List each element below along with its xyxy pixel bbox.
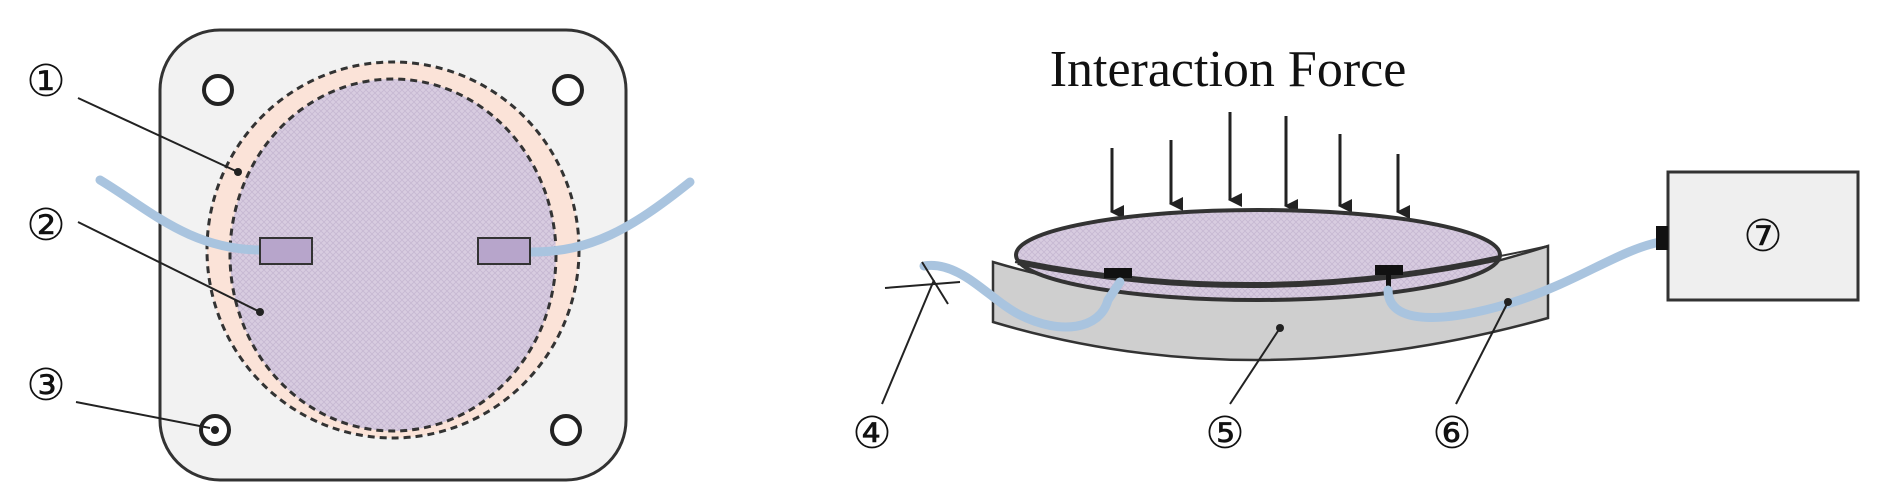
fbg-sensor-left [259,237,313,265]
mounting-hole-top-right [552,74,584,106]
side-sensor-right [1375,265,1403,275]
mounting-hole-top-left [202,74,234,106]
side-sensor-right-stem [1386,275,1391,291]
leader-3 [75,401,211,429]
label-6: ⑥ [1432,408,1471,459]
leader-6-dot [1504,298,1512,306]
leader-6 [1455,301,1509,405]
mounting-hole-bottom-right [550,414,582,446]
label-3: ③ [26,360,65,411]
leader-1-dot [234,168,242,176]
optical-fiber-right [527,177,695,257]
leader-2 [77,221,261,313]
label-1: ① [26,56,65,107]
leader-1 [77,97,239,173]
side-view: Interaction Force [852,41,1860,459]
top-view: ① ② ③ [26,28,695,482]
leader-5 [1229,327,1281,405]
fiber-end-cross-b [921,261,949,305]
leader-4 [881,279,935,405]
leader-5-dot [1276,324,1284,332]
label-4: ④ [852,408,891,459]
label-7: ⑦ [1743,211,1782,262]
label-5: ⑤ [1205,408,1244,459]
side-sensor-left [1104,268,1132,278]
side-fiber-right [1383,237,1665,322]
label-2: ② [26,200,65,251]
mounting-hole-bottom-left-center [211,426,219,434]
leader-2-dot [256,308,264,316]
interaction-force-title: Interaction Force [1050,41,1407,98]
interrogator-connector [1656,226,1668,250]
interrogator-box [1666,170,1860,302]
fiber-end-cross-a [884,281,961,289]
membrane-disc-edge [1017,255,1501,289]
fbg-sensor-right [477,237,531,265]
side-fiber-left [919,260,1125,332]
optical-fiber-left [95,175,267,255]
